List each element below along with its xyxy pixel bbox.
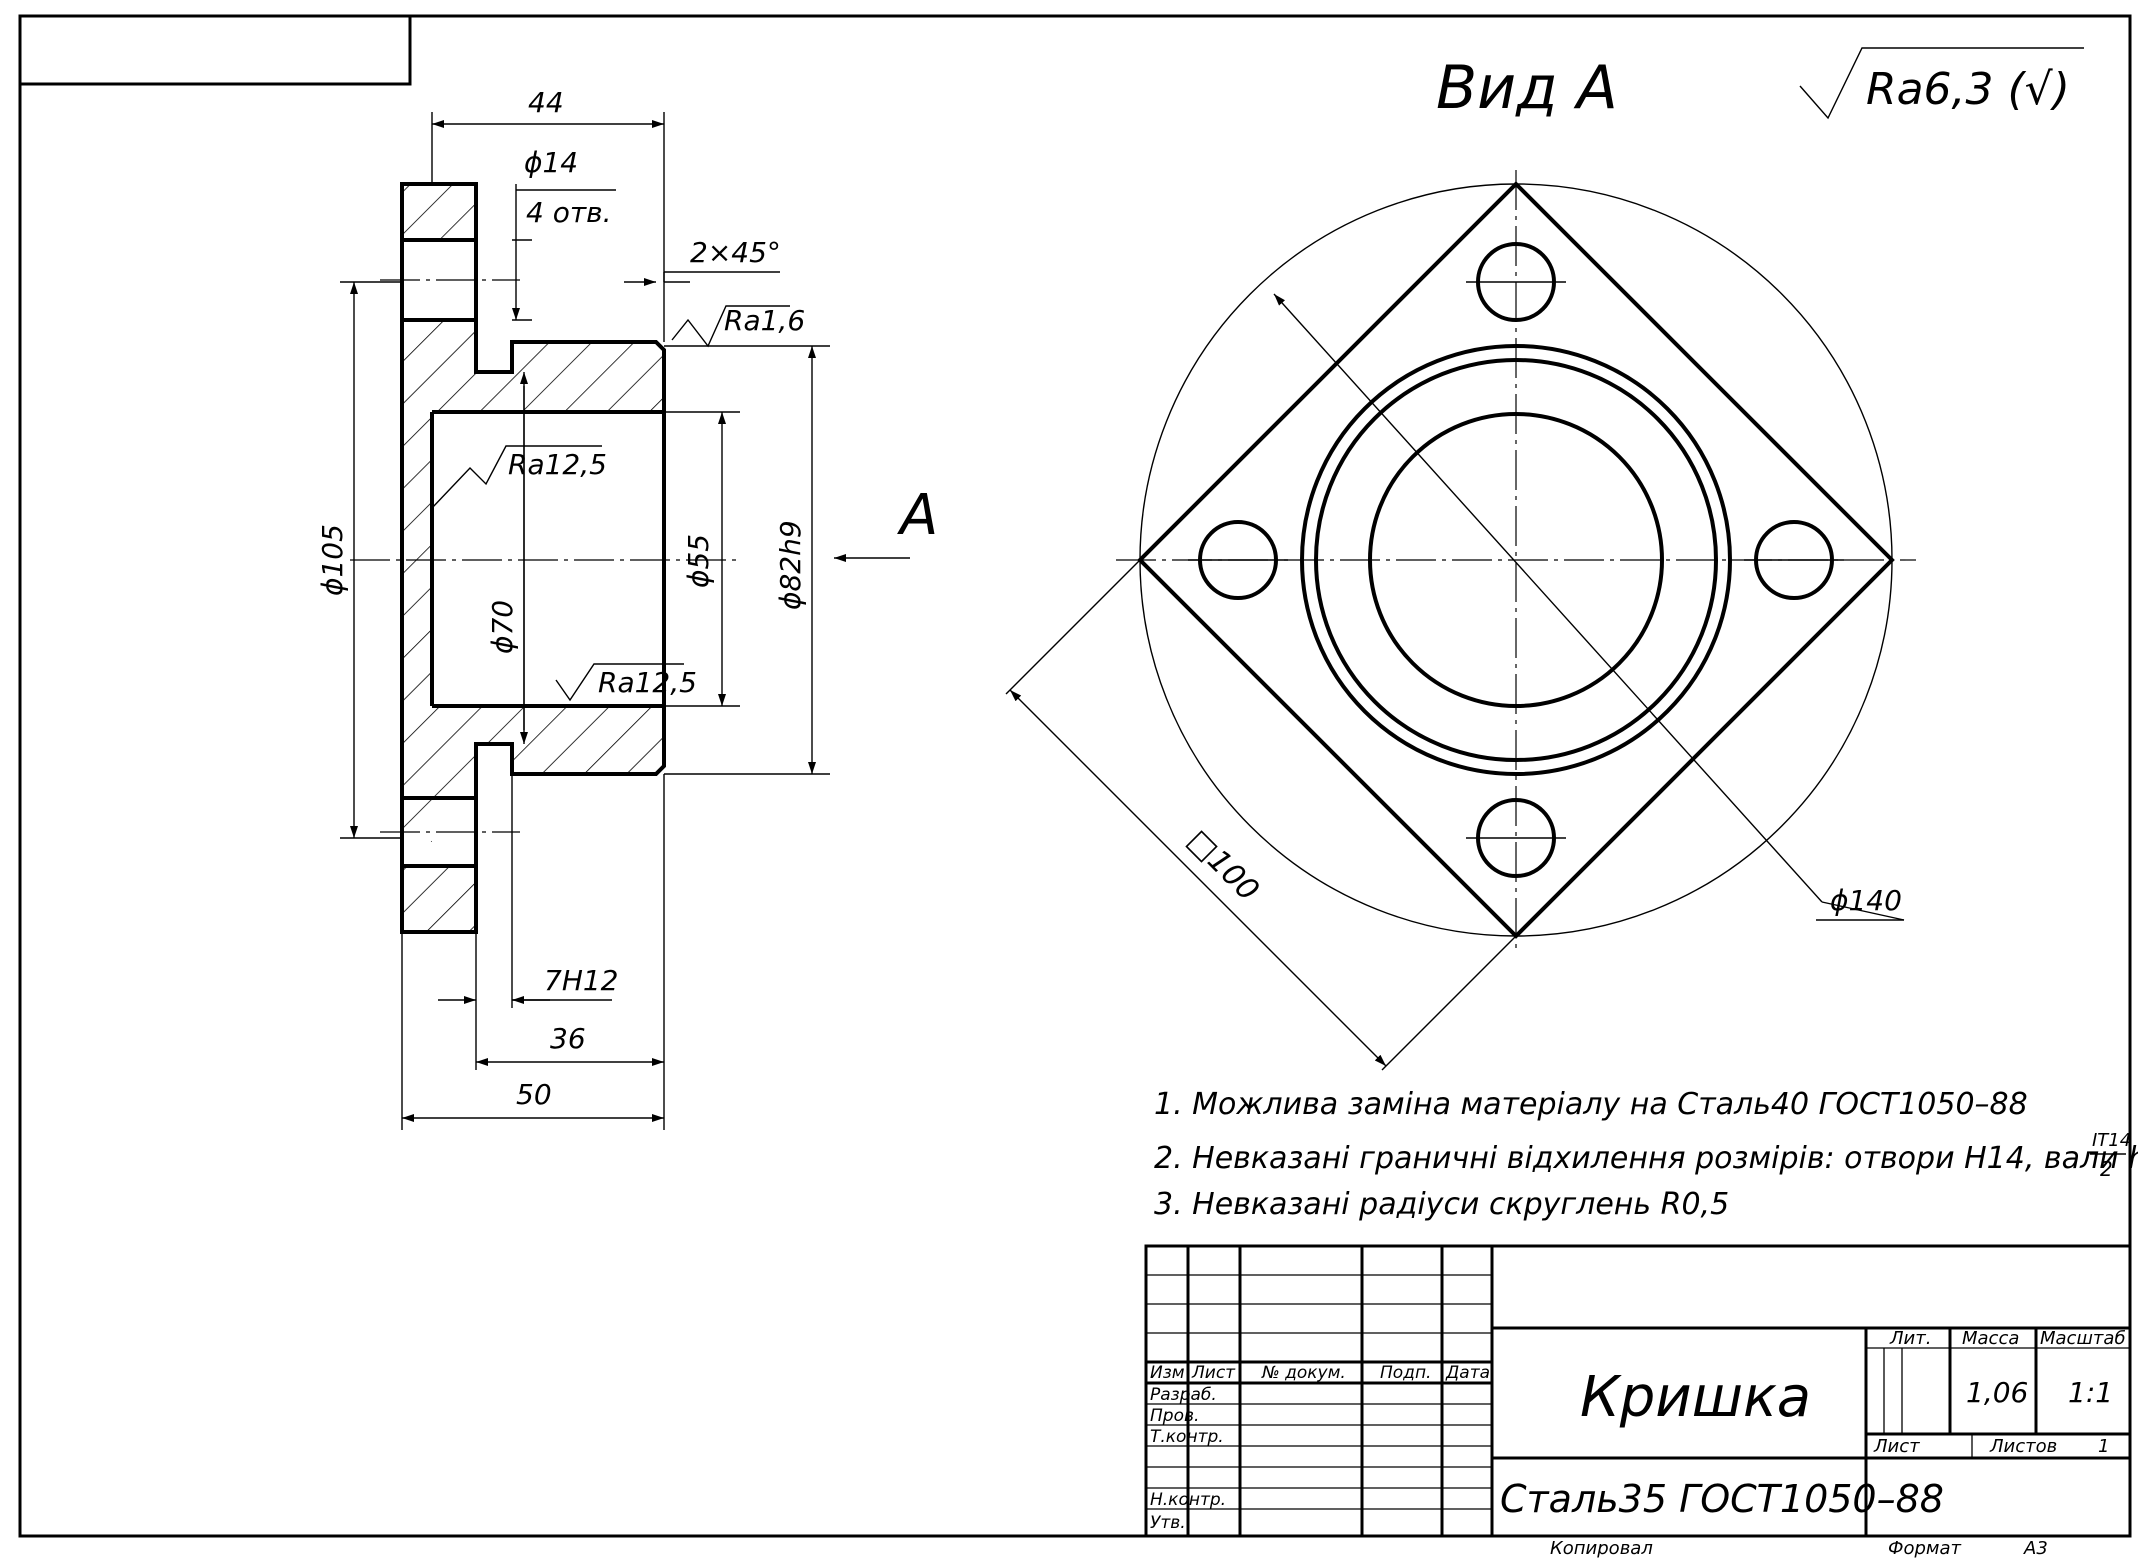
tb-sheets-value: 1 <box>2098 1436 2109 1457</box>
tb-role-prov: Пров. <box>1150 1406 1199 1426</box>
title-block: Изм Лист № докум. Подп. Дата Разраб. Про… <box>1144 1244 2132 1558</box>
tb-scale-label: Масштаб <box>2040 1328 2126 1349</box>
dim-phi105: ϕ105 <box>316 524 349 596</box>
note-3: 3. Невказані радіуси скруглень R0,5 <box>1154 1187 1729 1222</box>
section-outline <box>400 182 666 934</box>
note-1: 1. Можлива заміна матеріалу на Сталь40 Г… <box>1154 1087 2028 1122</box>
view-a-title: Вид А <box>1436 53 1618 123</box>
bore <box>1368 412 1664 708</box>
tb-role-razrab: Разраб. <box>1150 1385 1217 1405</box>
tb-header-date: Дата <box>1445 1363 1490 1383</box>
tb-header-list: Лист <box>1191 1363 1236 1383</box>
roughness-ra125-bottom: Ra12,5 <box>598 666 697 699</box>
tb-header-podp: Подп. <box>1380 1363 1431 1383</box>
holes-note: 4 отв. <box>526 196 612 229</box>
ring-outer <box>1300 344 1732 776</box>
dim-44: 44 <box>528 86 564 119</box>
tb-header-doc: № докум. <box>1261 1363 1346 1383</box>
dim-square100: □100 <box>1180 823 1265 908</box>
tb-mass-value: 1,06 <box>1966 1376 2028 1409</box>
roughness-ra16: Ra1,6 <box>724 304 805 337</box>
tb-role-utv: Утв. <box>1150 1513 1186 1533</box>
tb-sheet-label: Лист <box>1873 1436 1920 1457</box>
dim-phi14: ϕ14 <box>524 146 578 179</box>
chamfer-dim: 2×45° <box>690 236 781 269</box>
note-2-fraction-den: 2 <box>2100 1157 2113 1181</box>
tb-copied: Копировал <box>1550 1538 1653 1558</box>
roughness-general: Ra6,3 (√) <box>1866 64 2070 115</box>
tb-lit-label: Лит. <box>1889 1328 1931 1349</box>
tb-sheets-label: Листов <box>1989 1436 2057 1457</box>
tb-header-izm: Изм <box>1150 1363 1185 1383</box>
sheet-border <box>18 14 2132 1538</box>
roughness-general-symbol <box>1799 47 2084 120</box>
tb-mass-label: Масса <box>1962 1328 2019 1349</box>
technical-notes: 1. Можлива заміна матеріалу на Сталь40 Г… <box>1154 1087 2138 1222</box>
note-2-fraction-num: IT14 <box>2092 1130 2131 1151</box>
dim-7h12: 7H12 <box>544 964 619 997</box>
tb-scale-value: 1:1 <box>2068 1376 2113 1409</box>
tb-role-nkontr: Н.контр. <box>1150 1490 1226 1510</box>
tb-format-label: Формат <box>1888 1538 1962 1558</box>
section-view: 44 ϕ14 4 отв. 2×45° Ra1,6 Ra12,5 Ra12,5 … <box>316 86 938 1130</box>
note-2: 2. Невказані граничні відхилення розмірі… <box>1154 1141 2138 1176</box>
tb-material: Сталь35 ГОСТ1050–88 <box>1500 1477 1944 1521</box>
dim-phi140: ϕ140 <box>1830 884 1902 917</box>
section-hatch <box>402 184 664 932</box>
top-left-stamp-box <box>20 16 412 86</box>
view-a: Вид А Ra6,3 (√) ϕ140 □100 <box>1005 47 2084 1071</box>
dim-36: 36 <box>550 1022 586 1055</box>
dim-phi70: ϕ70 <box>486 600 519 654</box>
tb-format-value: A3 <box>2023 1538 2048 1558</box>
dim-phi55: ϕ55 <box>682 534 715 588</box>
view-arrow-label: А <box>897 483 938 548</box>
roughness-ra125-top: Ra12,5 <box>508 448 607 481</box>
dim-50: 50 <box>516 1078 552 1111</box>
ring-inner <box>1314 358 1718 762</box>
tb-part-name: Кришка <box>1580 1365 1811 1430</box>
tb-role-tkontr: Т.контр. <box>1150 1427 1224 1447</box>
dim-phi82h9: ϕ82h9 <box>774 520 807 610</box>
